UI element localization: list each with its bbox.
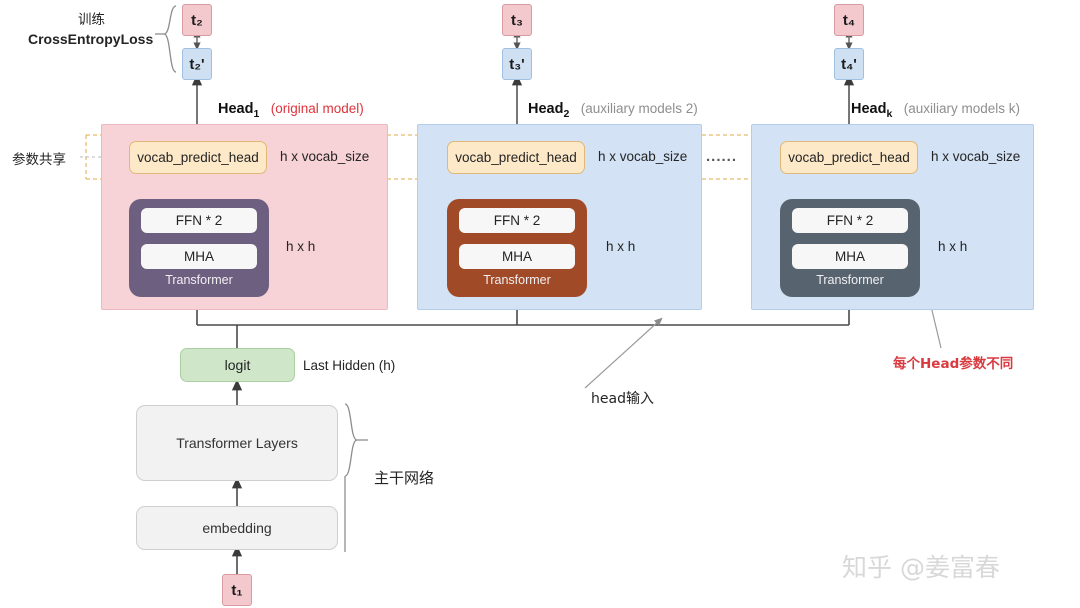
train-label: 训练	[78, 12, 105, 28]
token-t3-target: t₃	[502, 4, 532, 36]
head-1-title: Head1	[218, 101, 260, 120]
head-k-mha: MHA	[792, 244, 908, 269]
token-t2-target: t₂	[182, 4, 212, 36]
token-t4-pred: t₄'	[834, 48, 864, 80]
per-head-diff-annotation: 每个Head参数不同	[893, 356, 1014, 372]
head-2-title-group: Head2 (auxiliary models 2)	[528, 100, 698, 120]
backbone-brace	[344, 403, 368, 552]
head-2-mha: MHA	[459, 244, 575, 269]
head-k-vocab-label: vocab_predict_head	[788, 150, 910, 165]
head-2-ffn: FFN * 2	[459, 208, 575, 233]
token-t1-input: t₁	[222, 574, 252, 606]
head-2-vocab-label: vocab_predict_head	[455, 150, 577, 165]
head-1-transformer-label: Transformer	[165, 273, 233, 287]
head-k-title-group: Headk (auxiliary models k)	[851, 100, 1020, 120]
head-1-ffn: FFN * 2	[141, 208, 257, 233]
head-1-vocab-predict-head: vocab_predict_head	[129, 141, 267, 174]
embedding-box: embedding	[136, 506, 338, 550]
token-t2-pred: t₂'	[182, 48, 212, 80]
head-k-vocab-predict-head: vocab_predict_head	[780, 141, 918, 174]
head-k-title: Headk	[851, 101, 893, 120]
transformer-layers-box: Transformer Layers	[136, 405, 338, 481]
head-k-hidden-dim: h x h	[938, 239, 968, 254]
cross-entropy-loss-label: CrossEntropyLoss	[28, 31, 154, 47]
head-2-vocab-dim: h x vocab_size	[598, 149, 688, 164]
head-2-transformer-label: Transformer	[483, 273, 551, 287]
transformer-layers-label: Transformer Layers	[176, 435, 298, 451]
param-share-annotation: 参数共享	[12, 152, 66, 168]
head-2-hidden-dim: h x h	[606, 239, 636, 254]
head-k-vocab-dim: h x vocab_size	[931, 149, 1021, 164]
head-2-vocab-predict-head: vocab_predict_head	[447, 141, 585, 174]
zhihu-watermark: 知乎 @姜富春	[842, 553, 1000, 582]
head-k-transformer-label: Transformer	[816, 273, 884, 287]
head-k-caption: (auxiliary models k)	[903, 101, 1021, 116]
head-2-caption: (auxiliary models 2)	[580, 101, 698, 116]
heads-ellipsis: ......	[706, 148, 738, 165]
head-1-vocab-label: vocab_predict_head	[137, 150, 259, 165]
head-1-transformer-block: FFN * 2 MHA Transformer	[129, 199, 269, 297]
head-2-title: Head2	[528, 101, 570, 120]
loss-brace	[155, 5, 177, 73]
head-1-hidden-dim: h x h	[286, 239, 316, 254]
head-k-transformer-block: FFN * 2 MHA Transformer	[780, 199, 920, 297]
backbone-annotation: 主干网络	[374, 469, 435, 487]
token-t3-pred: t₃'	[502, 48, 532, 80]
token-t4-target: t₄	[834, 4, 864, 36]
head-input-annotation: head输入	[591, 391, 654, 407]
head-k-ffn: FFN * 2	[792, 208, 908, 233]
head-1-title-group: Head1 (original model)	[218, 100, 364, 120]
head-1-vocab-dim: h x vocab_size	[280, 149, 370, 164]
logit-label: logit	[224, 357, 251, 373]
head-input-leader	[584, 317, 663, 389]
head-2-transformer-block: FFN * 2 MHA Transformer	[447, 199, 587, 297]
head-1-caption: (original model)	[270, 101, 364, 116]
last-hidden-label: Last Hidden (h)	[303, 358, 396, 373]
logit-box: logit	[180, 348, 295, 382]
embedding-label: embedding	[202, 520, 272, 536]
head-1-mha: MHA	[141, 244, 257, 269]
